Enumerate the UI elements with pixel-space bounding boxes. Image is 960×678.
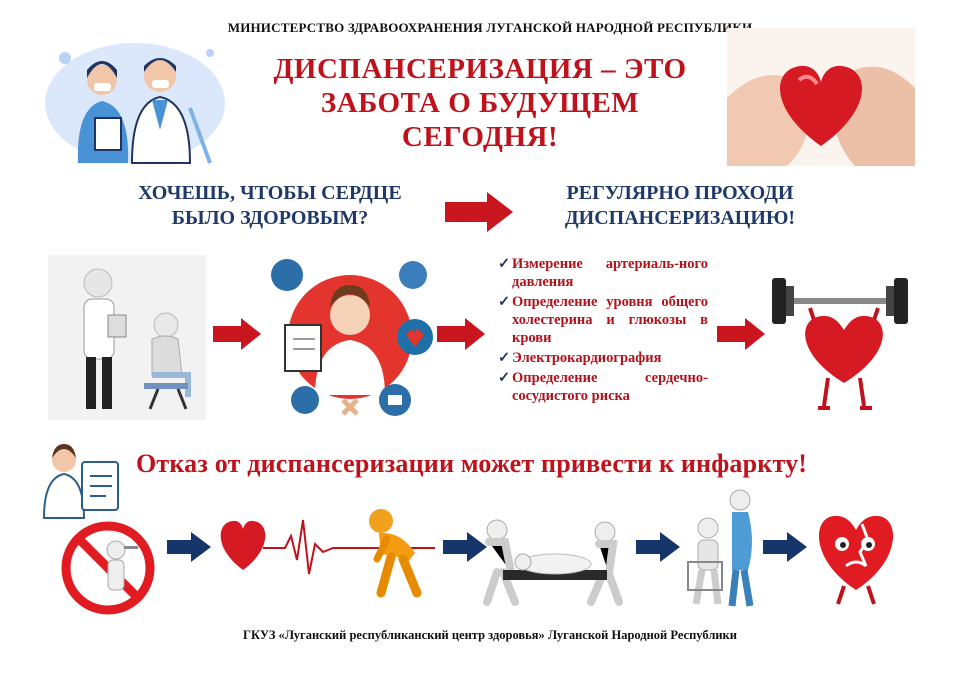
check-icon: ✓ bbox=[498, 350, 511, 366]
doctors-illustration bbox=[40, 28, 230, 164]
caregiver-figures bbox=[684, 488, 764, 610]
list-item: ✓Электрокардиография bbox=[498, 350, 662, 366]
sad-heart-figure bbox=[810, 498, 902, 608]
arrow-right-icon bbox=[763, 532, 809, 567]
title-line-3: СЕГОДНЯ! bbox=[401, 121, 559, 153]
arrow-right-icon bbox=[437, 318, 487, 355]
list-item: ✓Измерение артериаль-ного давления bbox=[498, 256, 708, 290]
arrow-right-icon bbox=[445, 192, 515, 237]
warning-text: Отказ от диспансеризации может привести … bbox=[136, 449, 808, 478]
title-line-1: ДИСПАНСЕРИЗАЦИЯ – ЭТО bbox=[273, 53, 687, 85]
question-line-1: ХОЧЕШЬ, ЧТОБЫ СЕРДЦЕ bbox=[138, 182, 402, 204]
heart-ecg-line bbox=[215, 508, 435, 584]
main-title: ДИСПАНСЕРИЗАЦИЯ – ЭТО ЗАБОТА О БУДУЩЕМ С… bbox=[220, 52, 740, 154]
arrow-right-icon bbox=[167, 532, 213, 567]
title-line-2: ЗАБОТА О БУДУЩЕМ bbox=[320, 87, 640, 119]
question-line-2: БЫЛО ЗДОРОВЫМ? bbox=[171, 207, 369, 229]
list-item: ✓Определение сердечно-сосудистого риска bbox=[498, 370, 708, 404]
hands-heart-image bbox=[727, 28, 915, 166]
answer-line-2: ДИСПАНСЕРИЗАЦИЮ! bbox=[564, 207, 796, 229]
exam-checklist: ✓Измерение артериаль-ного давления ✓Опре… bbox=[498, 255, 708, 407]
check-icon: ✓ bbox=[498, 294, 511, 310]
answer-line-1: РЕГУЛЯРНО ПРОХОДИ bbox=[566, 182, 794, 204]
arrow-right-icon bbox=[636, 532, 682, 567]
doctor-patient-figure bbox=[48, 255, 206, 420]
heart-dumbbell-figure bbox=[770, 258, 915, 416]
arrow-right-icon bbox=[213, 318, 263, 355]
answer-text: РЕГУЛЯРНО ПРОХОДИ ДИСПАНСЕРИЗАЦИЮ! bbox=[520, 181, 840, 231]
ministry-header: МИНИСТЕРСТВО ЗДРАВООХРАНЕНИЯ ЛУГАНСКОЙ Н… bbox=[227, 20, 753, 35]
no-smoking-figure bbox=[58, 520, 158, 615]
arrow-right-icon bbox=[717, 318, 767, 355]
check-icon: ✓ bbox=[498, 256, 511, 272]
doctor-medical-icons bbox=[265, 255, 435, 420]
stretcher-figures bbox=[475, 508, 625, 608]
arrow-right-icon bbox=[443, 532, 489, 567]
chest-pain-figure bbox=[355, 505, 440, 598]
question-text: ХОЧЕШЬ, ЧТОБЫ СЕРДЦЕ БЫЛО ЗДОРОВЫМ? bbox=[95, 181, 445, 231]
footer-text: ГКУЗ «Луганский республиканский центр зд… bbox=[243, 628, 737, 642]
list-item: ✓Определение уровня общего холестерина и… bbox=[498, 294, 708, 346]
doctor-checklist-icon bbox=[42, 440, 124, 519]
check-icon: ✓ bbox=[498, 370, 511, 386]
